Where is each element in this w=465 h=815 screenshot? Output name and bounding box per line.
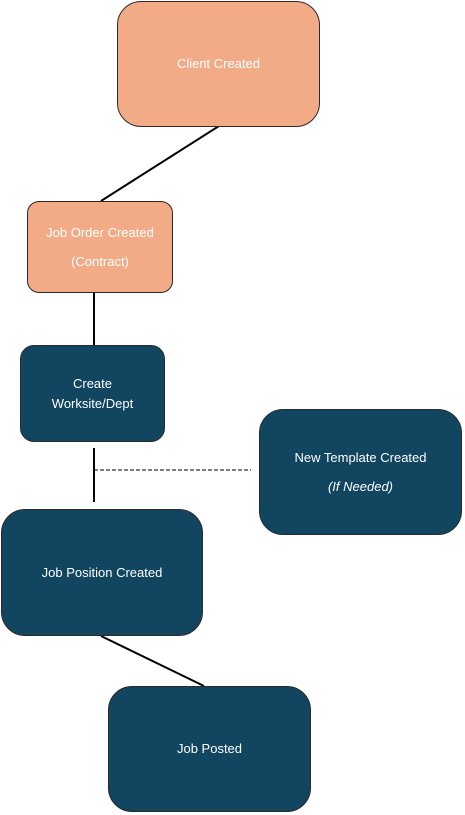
node-create-worksite[interactable]: Create Worksite/Dept	[20, 345, 165, 442]
connector-client-to-job-order	[100, 125, 220, 202]
node-job-order-label: Job Order Created	[46, 224, 154, 240]
node-new-template-label: New Template Created	[294, 449, 427, 465]
node-client-created[interactable]: Client Created	[117, 1, 320, 127]
connector-job-position-to-posted	[100, 635, 205, 687]
node-create-worksite-label: Create Worksite/Dept	[51, 376, 134, 411]
node-job-order-sublabel: (Contract)	[71, 254, 129, 269]
node-job-position-label: Job Position Created	[41, 564, 163, 580]
node-job-order-created[interactable]: Job Order Created (Contract)	[27, 201, 173, 293]
node-job-posted[interactable]: Job Posted	[108, 686, 311, 812]
node-job-position-created[interactable]: Job Position Created	[1, 509, 203, 636]
node-job-posted-label: Job Posted	[176, 741, 243, 757]
node-client-created-label: Client Created	[176, 56, 261, 72]
node-new-template-created[interactable]: New Template Created (If Needed)	[259, 409, 462, 535]
node-new-template-sublabel: (If Needed)	[327, 479, 394, 494]
